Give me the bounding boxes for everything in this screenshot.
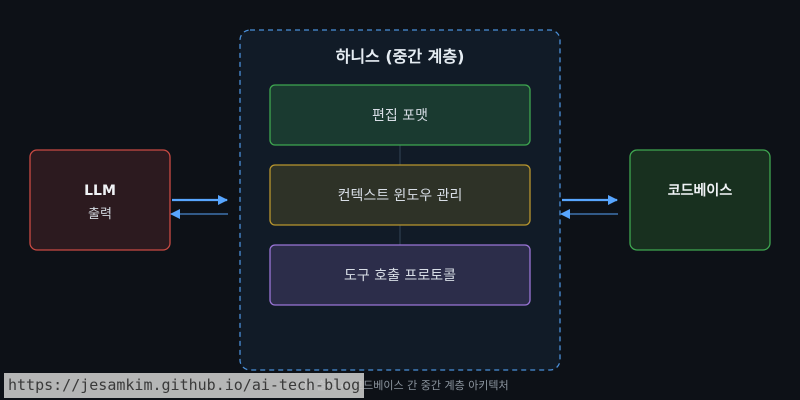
llm-title: LLM — [84, 183, 116, 199]
watermark-url: https://jesamkim.github.io/ai-tech-blog — [4, 373, 365, 398]
component-tool-call-box — [269, 244, 531, 306]
component-tool-call-label: 도구 호출 프로토콜 — [344, 268, 456, 284]
component-tool-call: 도구 호출 프로토콜 — [269, 244, 531, 306]
codebase-box — [629, 149, 771, 251]
llm-subtitle: 출력 — [88, 207, 112, 222]
component-edit-format-label: 편집 포맷 — [372, 108, 428, 124]
component-context-window-label: 컨텍스트 윈도우 관리 — [338, 188, 463, 204]
component-context-window: 컨텍스트 윈도우 관리 — [269, 164, 531, 226]
component-context-window-box — [269, 164, 531, 226]
llm-node: LLM 출력 — [29, 149, 171, 251]
component-edit-format: 편집 포맷 — [269, 84, 531, 146]
codebase-title: 코드베이스 — [668, 182, 733, 199]
llm-box — [29, 149, 171, 251]
component-edit-format-box — [269, 84, 531, 146]
codebase-node: 코드베이스 — [629, 149, 771, 251]
harness-title: 하니스 (중간 계층) — [336, 47, 465, 66]
